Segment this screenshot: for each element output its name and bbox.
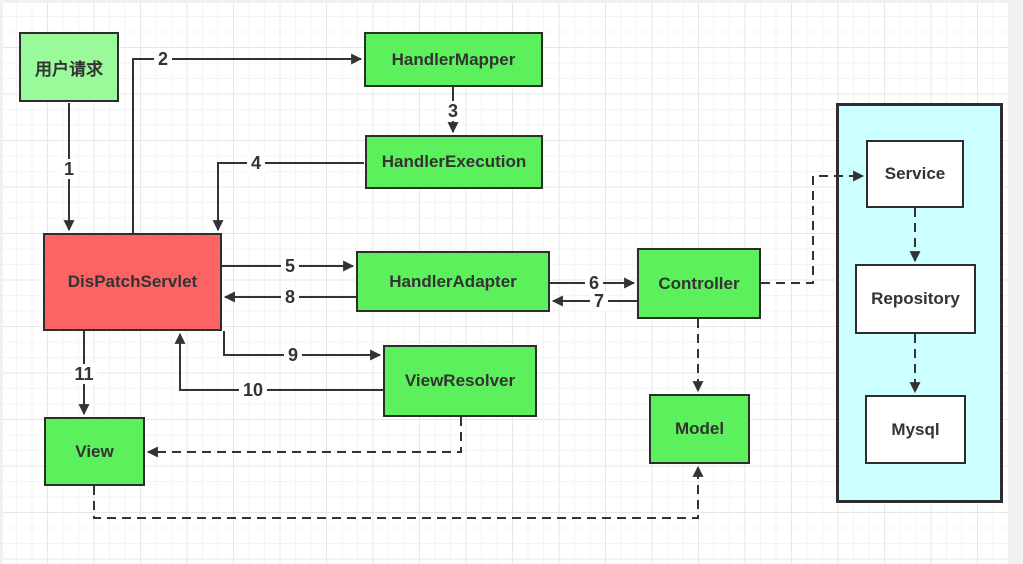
edge-label-9: 9	[283, 345, 303, 365]
edge-label-6: 6	[584, 273, 604, 293]
edge-label-5: 5	[280, 256, 300, 276]
connector-viewresolver-dispatchservlet	[174, 332, 383, 391]
connector-viewresolver-view-dashed	[146, 417, 462, 458]
node-controller[interactable]: Controller	[637, 248, 761, 319]
node-label: Mysql	[891, 419, 940, 439]
node-label: Repository	[871, 289, 960, 308]
node-label: 用户请求	[35, 59, 103, 79]
edge-label-11: 11	[70, 364, 98, 384]
node-view[interactable]: View	[44, 417, 145, 486]
right-gutter	[1008, 0, 1023, 564]
node-label: HandlerExecution	[381, 152, 527, 171]
node-dispatch-servlet[interactable]: DisPatchServlet	[43, 233, 222, 331]
node-user-request[interactable]: 用户请求	[19, 32, 119, 102]
edge-label-2: 2	[153, 49, 173, 69]
node-handler-execution[interactable]: HandlerExecution	[365, 135, 543, 189]
connector-dispatchservlet-handlermapper	[132, 53, 363, 233]
node-handler-adapter[interactable]: HandlerAdapter	[356, 251, 550, 312]
node-handler-mapper[interactable]: HandlerMapper	[364, 32, 543, 87]
connector-dispatchservlet-viewresolver	[223, 331, 382, 361]
edge-label-8: 8	[280, 287, 300, 307]
edge-label-1: 1	[59, 159, 79, 179]
edge-label-10: 10	[238, 380, 268, 400]
node-repository[interactable]: Repository	[855, 264, 976, 334]
node-label: HandlerMapper	[391, 49, 516, 69]
node-label: HandlerAdapter	[389, 271, 517, 291]
node-label: Service	[884, 164, 946, 183]
edge-label-7: 7	[589, 291, 609, 311]
connector-handlerexecution-dispatchservlet	[212, 162, 364, 232]
connector-controller-service-dashed	[761, 170, 865, 284]
node-label: ViewResolver	[404, 371, 516, 390]
node-label: Model	[674, 419, 725, 438]
connector-view-model-dashed	[93, 465, 704, 519]
node-service[interactable]: Service	[866, 140, 964, 208]
edge-label-3: 3	[443, 101, 463, 121]
node-model[interactable]: Model	[649, 394, 750, 464]
node-label: DisPatchServlet	[67, 272, 198, 291]
edge-label-4: 4	[246, 153, 266, 173]
node-view-resolver[interactable]: ViewResolver	[383, 345, 537, 417]
node-label: View	[75, 441, 114, 461]
node-label: Controller	[658, 273, 740, 293]
node-mysql[interactable]: Mysql	[865, 395, 966, 464]
